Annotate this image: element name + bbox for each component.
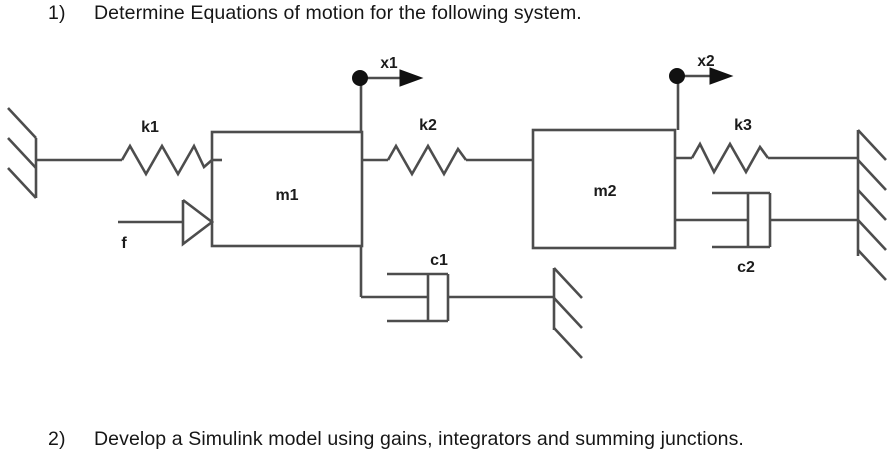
spring-k2	[361, 143, 533, 177]
spring-k2-label: k2	[419, 117, 437, 134]
question-1-text: Determine Equations of motion for the fo…	[94, 2, 582, 24]
force-f-arrow	[118, 198, 215, 247]
spring-k1-label: k1	[141, 119, 159, 136]
question-1: 1) Determine Equations of motion for the…	[48, 2, 582, 25]
spring-k3-label: k3	[734, 117, 752, 134]
force-f-label: f	[121, 235, 127, 252]
mass-m2-block	[531, 128, 677, 250]
displacement-x1-label: x1	[380, 55, 398, 72]
damper-c1-label: c1	[430, 252, 448, 269]
system-diagram: k1 f m1 x1 k2 m2 x2 k3 c1 c2	[0, 50, 892, 420]
displacement-x1	[352, 69, 424, 132]
mass-m1-label: m1	[275, 187, 298, 204]
ground-bottom	[552, 267, 583, 359]
damper-c1	[359, 246, 554, 323]
question-2-text: Develop a Simulink model using gains, in…	[94, 428, 744, 450]
question-2: 2) Develop a Simulink model using gains,…	[48, 428, 744, 451]
spring-k3	[675, 141, 858, 175]
ground-left	[7, 107, 38, 199]
damper-c2-label: c2	[737, 259, 755, 276]
spring-k1	[36, 143, 222, 177]
mass-m1-block	[210, 130, 364, 248]
displacement-x2-label: x2	[697, 53, 714, 70]
question-1-number: 1)	[48, 2, 66, 24]
question-2-number: 2)	[48, 428, 66, 450]
displacement-x2	[669, 67, 734, 130]
mass-m2-label: m2	[593, 183, 616, 200]
damper-c2	[675, 191, 858, 249]
ground-right	[856, 129, 887, 281]
system-diagram-svg: k1 f m1 x1 k2 m2 x2 k3 c1 c2	[7, 53, 887, 359]
